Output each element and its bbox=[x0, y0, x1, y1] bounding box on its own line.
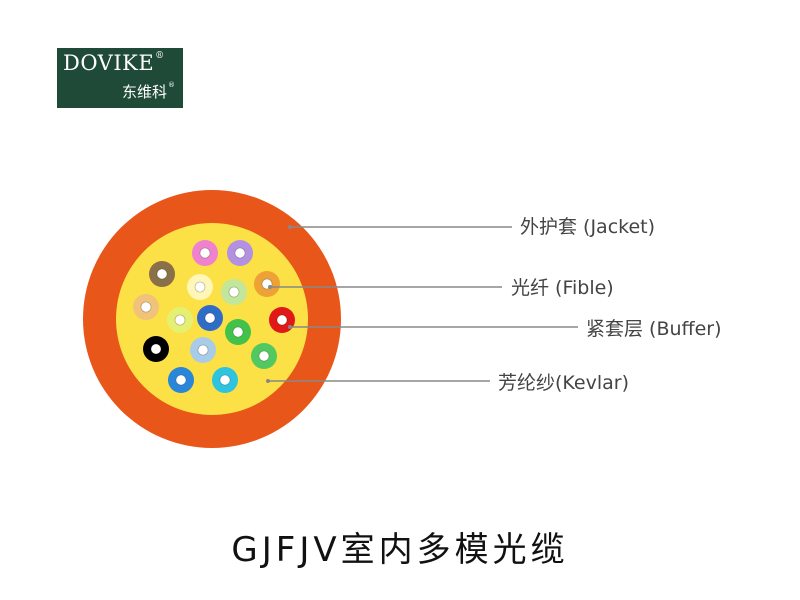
label-fiber: 光纤 (Fible) bbox=[511, 277, 614, 299]
leader-kevlar-dot bbox=[266, 379, 270, 383]
leader-fiber-dot bbox=[268, 285, 272, 289]
fiber-core bbox=[232, 326, 244, 338]
fiber-core bbox=[150, 343, 162, 355]
label-buffer: 紧套层 (Buffer) bbox=[586, 318, 722, 340]
fiber-core bbox=[234, 247, 246, 259]
fiber-core bbox=[140, 301, 152, 313]
fiber bbox=[133, 294, 159, 320]
leader-lines bbox=[266, 225, 578, 383]
fiber bbox=[212, 367, 238, 393]
fiber bbox=[197, 305, 223, 331]
leader-buffer-dot bbox=[288, 325, 292, 329]
fiber-core bbox=[204, 312, 216, 324]
fiber bbox=[192, 240, 218, 266]
fiber bbox=[143, 336, 169, 362]
fiber-core bbox=[219, 374, 231, 386]
fiber bbox=[269, 307, 295, 333]
fiber-core bbox=[194, 281, 206, 293]
fiber-group bbox=[133, 240, 295, 393]
logo-registered-mark-cn: ® bbox=[168, 81, 175, 89]
fiber-core bbox=[197, 344, 209, 356]
fiber-core bbox=[175, 374, 187, 386]
fiber bbox=[225, 319, 251, 345]
fiber bbox=[149, 261, 175, 287]
fiber-core bbox=[174, 314, 186, 326]
fiber bbox=[190, 337, 216, 363]
fiber-core bbox=[228, 286, 240, 298]
label-jacket: 外护套 (Jacket) bbox=[520, 216, 655, 238]
logo-text-en: DOVIKE® bbox=[63, 51, 165, 75]
logo-text-cn: 东维科® bbox=[121, 81, 175, 101]
fiber bbox=[168, 367, 194, 393]
leader-jacket-dot bbox=[288, 225, 292, 229]
fiber bbox=[227, 240, 253, 266]
fiber-core bbox=[156, 268, 168, 280]
fiber bbox=[187, 274, 213, 300]
fiber bbox=[221, 279, 247, 305]
fiber bbox=[254, 271, 280, 297]
logo-registered-mark: ® bbox=[155, 51, 165, 61]
fiber bbox=[167, 307, 193, 333]
brand-logo: DOVIKE® 东维科® bbox=[57, 48, 183, 108]
fiber-core bbox=[276, 314, 288, 326]
cable-title: GJFJV室内多模光缆 bbox=[231, 530, 569, 570]
fiber-core bbox=[258, 350, 270, 362]
label-kevlar: 芳纶纱(Kevlar) bbox=[498, 372, 629, 394]
fiber bbox=[251, 343, 277, 369]
fiber-core bbox=[199, 247, 211, 259]
